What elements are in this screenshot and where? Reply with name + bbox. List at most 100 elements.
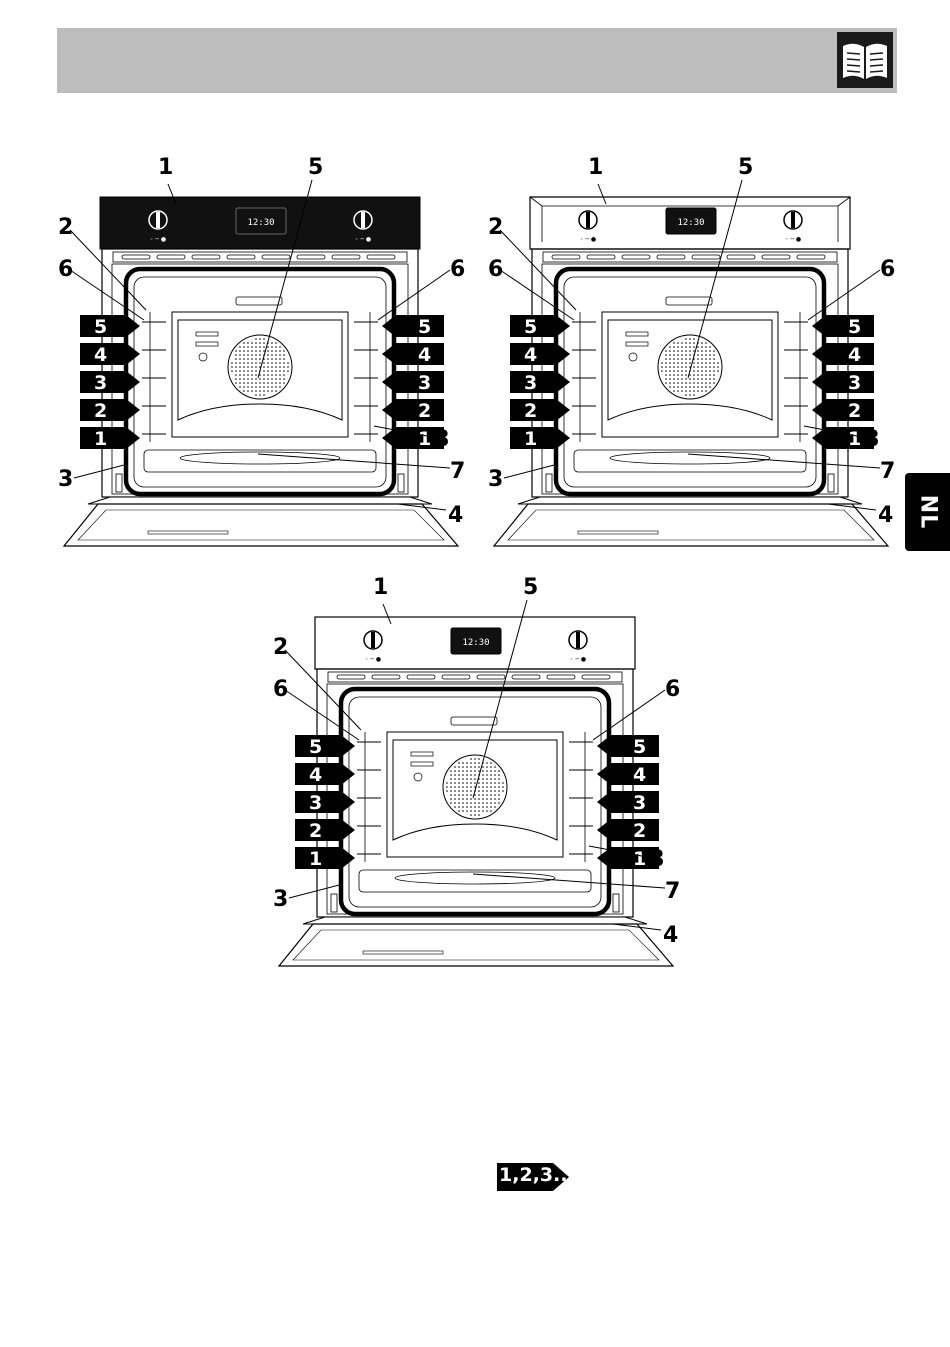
svg-text:◦ ─ ●: ◦ ─ ●: [785, 236, 801, 243]
shelf-level-label: 1: [309, 848, 322, 870]
knob-left-icon: ◦ ─ ●: [149, 211, 167, 243]
shelf-level-label: 4: [633, 764, 646, 786]
shelf-level-label: 1: [94, 428, 107, 450]
display-time: 12:30: [462, 638, 489, 648]
shelf-level-label: 3: [524, 372, 537, 394]
svg-text:◦ ─ ●: ◦ ─ ●: [570, 656, 586, 663]
sequence-badge-label: 1,2,3...: [499, 1164, 575, 1186]
shelf-level-left-2: [510, 399, 570, 421]
shelf-level-right-3: [597, 791, 659, 813]
shelf-level-label: 1: [524, 428, 537, 450]
callout-4: 4: [878, 503, 893, 528]
shelf-level-left-1: [295, 847, 355, 869]
callout-1: 1: [158, 155, 173, 180]
header-bar: [57, 28, 897, 93]
shelf-level-right-4: [597, 763, 659, 785]
shelf-level-label: 5: [524, 316, 537, 338]
callout-2: 2: [58, 215, 73, 240]
knob-right-icon: ◦ ─ ●: [784, 211, 802, 243]
shelf-level-left-3: [80, 371, 140, 393]
callout-2: 2: [488, 215, 503, 240]
shelf-level-label: 3: [309, 792, 322, 814]
shelf-level-label: 4: [848, 344, 861, 366]
shelf-level-label: 2: [418, 400, 431, 422]
display-time: 12:30: [677, 218, 704, 228]
shelf-level-label: 2: [94, 400, 107, 422]
callout-3: 3: [58, 467, 73, 492]
shelf-level-label: 2: [633, 820, 646, 842]
shelf-level-left-4: [295, 763, 355, 785]
callout-6-right: 6: [665, 677, 680, 702]
knob-left-icon: ◦ ─ ●: [364, 631, 382, 663]
callout-6-right: 6: [450, 257, 465, 282]
callout-3: 3: [273, 887, 288, 912]
shelf-level-label: 5: [309, 736, 322, 758]
shelf-level-left-3: [295, 791, 355, 813]
callout-5: 5: [308, 155, 323, 180]
callout-5: 5: [738, 155, 753, 180]
knob-right-icon: ◦ ─ ●: [569, 631, 587, 663]
callout-6-left: 6: [273, 677, 288, 702]
shelf-level-label: 2: [524, 400, 537, 422]
callout-8: 8: [649, 847, 664, 872]
shelf-level-label: 4: [94, 344, 107, 366]
shelf-level-label: 2: [848, 400, 861, 422]
callout-8: 8: [434, 427, 449, 452]
shelf-level-label: 5: [633, 736, 646, 758]
callout-8: 8: [864, 427, 879, 452]
shelf-level-right-3: [812, 371, 874, 393]
shelf-level-right-2: [812, 399, 874, 421]
shelf-level-right-4: [382, 343, 444, 365]
shelf-level-label: 5: [418, 316, 431, 338]
callout-7: 7: [880, 459, 895, 484]
svg-text:◦ ─ ●: ◦ ─ ●: [355, 236, 371, 243]
shelf-level-label: 1: [418, 428, 431, 450]
callout-4: 4: [448, 503, 463, 528]
callout-4: 4: [663, 923, 678, 948]
shelf-level-left-5: [80, 315, 140, 337]
callout-5: 5: [523, 575, 538, 600]
shelf-level-label: 5: [848, 316, 861, 338]
shelf-level-left-4: [80, 343, 140, 365]
svg-text:◦ ─ ●: ◦ ─ ●: [365, 656, 381, 663]
language-code: NL: [915, 495, 940, 529]
callout-1: 1: [588, 155, 603, 180]
shelf-level-left-5: [510, 315, 570, 337]
shelf-level-left-1: [80, 427, 140, 449]
shelf-level-left-4: [510, 343, 570, 365]
callout-3: 3: [488, 467, 503, 492]
knob-left-icon: ◦ ─ ●: [579, 211, 597, 243]
shelf-level-label: 2: [309, 820, 322, 842]
open-book-icon: [837, 32, 893, 88]
callout-6-left: 6: [58, 257, 73, 282]
callout-2: 2: [273, 635, 288, 660]
shelf-level-label: 3: [848, 372, 861, 394]
shelf-level-left-5: [295, 735, 355, 757]
shelf-level-label: 4: [418, 344, 431, 366]
shelf-level-label: 1: [848, 428, 861, 450]
shelf-level-label: 3: [633, 792, 646, 814]
callout-1: 1: [373, 575, 388, 600]
shelf-level-left-2: [80, 399, 140, 421]
callout-7: 7: [665, 879, 680, 904]
shelf-level-label: 1: [633, 848, 646, 870]
shelf-level-left-1: [510, 427, 570, 449]
shelf-level-right-5: [382, 315, 444, 337]
shelf-level-left-3: [510, 371, 570, 393]
shelf-level-right-5: [812, 315, 874, 337]
display-time: 12:30: [247, 218, 274, 228]
shelf-level-right-2: [382, 399, 444, 421]
shelf-level-right-3: [382, 371, 444, 393]
shelf-level-label: 3: [418, 372, 431, 394]
shelf-level-right-4: [812, 343, 874, 365]
callout-7: 7: [450, 459, 465, 484]
shelf-level-label: 3: [94, 372, 107, 394]
shelf-level-label: 5: [94, 316, 107, 338]
svg-text:◦ ─ ●: ◦ ─ ●: [580, 236, 596, 243]
shelf-level-right-5: [597, 735, 659, 757]
shelf-level-right-2: [597, 819, 659, 841]
language-tab: NL: [905, 473, 950, 551]
